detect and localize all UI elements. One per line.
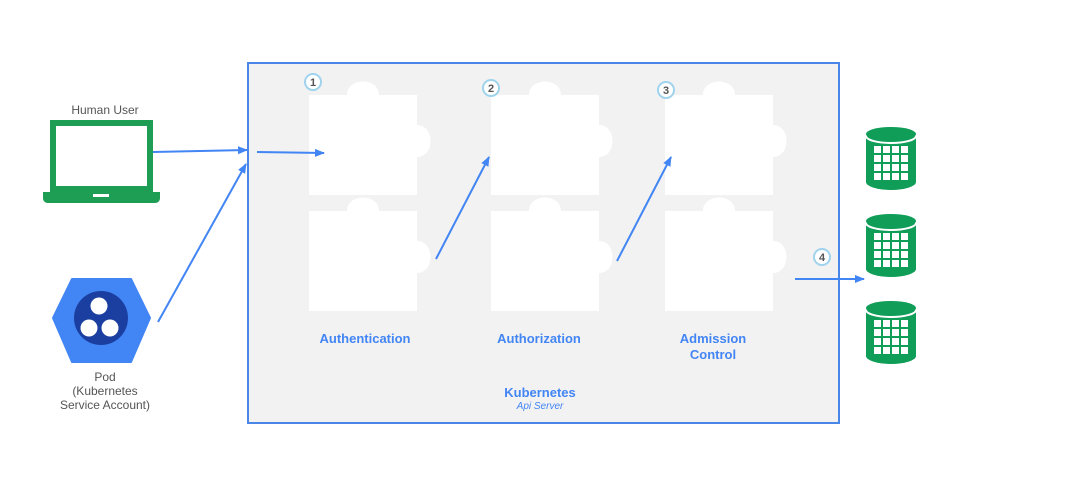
step-number: 1 [310, 77, 316, 89]
database-icon [865, 214, 917, 277]
server-subtitle: Api Server [516, 401, 564, 412]
authentication-label: Authentication [319, 331, 411, 346]
step-number: 2 [488, 83, 494, 95]
arrow-to-authentication [256, 148, 325, 157]
authorization-label: Authorization [497, 331, 581, 346]
storage-group [865, 127, 917, 364]
arrow-to-authorization [435, 156, 490, 260]
pod-label-line: Pod [94, 370, 116, 384]
database-icon [865, 301, 917, 364]
admission-control-label: Admission Control [679, 331, 747, 362]
human-user-label: Human User [71, 103, 139, 117]
pod-label: Pod (Kubernetes Service Account) [40, 370, 170, 412]
puzzle-piece-icon [665, 81, 787, 195]
step-badge-3: 3 [657, 81, 675, 99]
step-badge-2: 2 [482, 79, 500, 97]
database-icon [865, 127, 917, 190]
puzzle-piece-icon [491, 81, 613, 195]
arrow-pod-to-server [157, 163, 247, 323]
step-number: 3 [663, 85, 669, 97]
step-badge-4: 4 [813, 248, 831, 266]
puzzle-piece-icon [491, 197, 613, 311]
arrow-user-to-server [152, 146, 248, 155]
step-badge-1: 1 [304, 73, 322, 91]
flow-arrows [152, 146, 865, 323]
laptop-icon [43, 120, 160, 203]
puzzle-piece-icon [309, 81, 431, 195]
server-title: Kubernetes [504, 385, 576, 400]
puzzle-piece-icon [665, 197, 787, 311]
puzzle-piece-icon [309, 197, 431, 311]
pod-hexagon-icon [52, 278, 151, 363]
pod-label-line: Service Account) [59, 398, 151, 412]
step-number: 4 [819, 252, 826, 264]
pod-label-line: (Kubernetes [72, 384, 138, 398]
arrow-to-admission [616, 156, 672, 262]
